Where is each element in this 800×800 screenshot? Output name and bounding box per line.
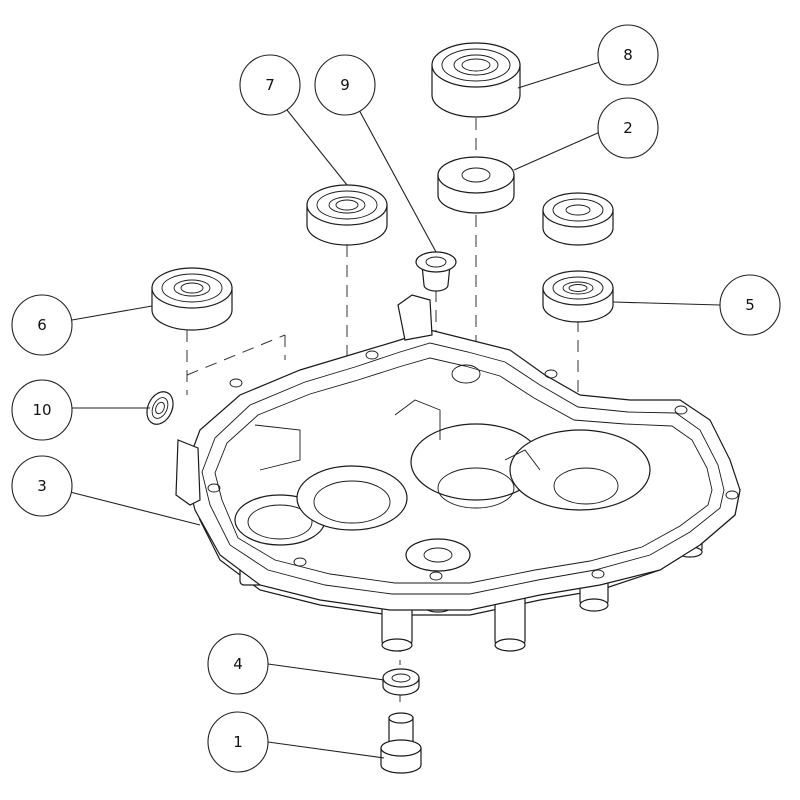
callout-5: 5 <box>719 274 781 336</box>
bearing-8 <box>431 42 521 118</box>
callout-7: 7 <box>239 54 301 116</box>
bearing-10 <box>146 391 174 425</box>
callout-3-label: 3 <box>37 477 47 495</box>
sleeve-9 <box>415 251 457 292</box>
housing-plate <box>175 294 741 652</box>
callout-1: 1 <box>207 711 269 773</box>
bearing-6 <box>151 267 233 331</box>
bolt-1 <box>380 712 422 774</box>
callout-6: 6 <box>11 294 73 356</box>
bearing-7 <box>306 184 388 246</box>
callout-8-label: 8 <box>623 46 633 64</box>
washer-4 <box>382 668 420 696</box>
callout-10-label: 10 <box>32 401 51 419</box>
bearing-5 <box>542 270 614 323</box>
callout-1-label: 1 <box>233 733 243 751</box>
callout-5-label: 5 <box>745 296 755 314</box>
bearing-5-upper <box>542 192 614 246</box>
callout-4: 4 <box>207 633 269 695</box>
callout-9-label: 9 <box>340 76 350 94</box>
callout-3: 3 <box>11 455 73 517</box>
callout-10: 10 <box>11 379 73 441</box>
callout-7-label: 7 <box>265 76 275 94</box>
callout-8: 8 <box>597 24 659 86</box>
leader-lines <box>69 61 721 759</box>
callout-2-label: 2 <box>623 119 633 137</box>
callout-9: 9 <box>314 54 376 116</box>
callout-4-label: 4 <box>233 655 243 673</box>
callout-6-label: 6 <box>37 316 47 334</box>
callout-2: 2 <box>597 97 659 159</box>
bushing-2 <box>437 156 515 214</box>
